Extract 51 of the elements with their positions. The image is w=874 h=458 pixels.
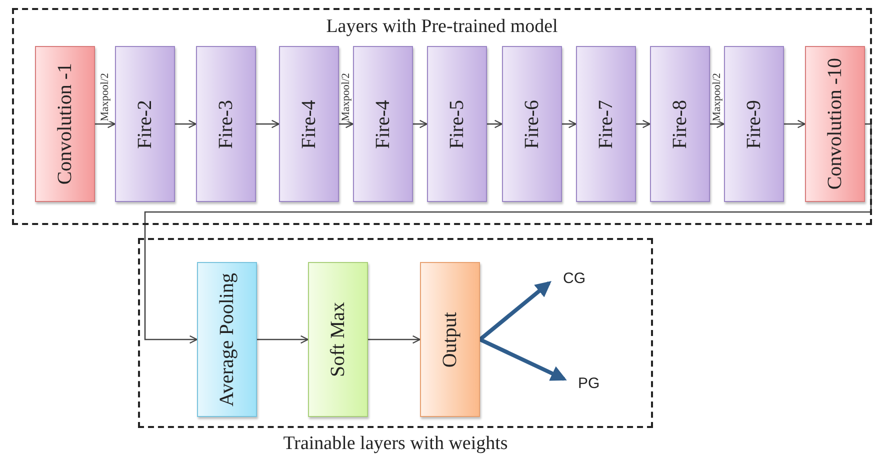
layer-box — [197, 262, 257, 417]
arrow — [710, 120, 725, 128]
layer-name: Fire-4 — [298, 100, 320, 148]
layer-name: Fire-8 — [668, 100, 692, 148]
layer-name: Fire-5 — [446, 100, 468, 148]
group-heading: Trainable layers with weights — [282, 433, 509, 455]
layer-box — [576, 46, 636, 202]
edge-label: Maxpool/2 — [100, 73, 110, 122]
layer-box — [308, 262, 368, 417]
arrow — [479, 338, 567, 381]
layer-name: Convolution -1 — [54, 63, 76, 185]
layer-box — [420, 262, 480, 417]
arrow — [175, 120, 197, 128]
arrow — [95, 120, 116, 128]
layer-box — [196, 46, 256, 202]
arrow — [339, 120, 354, 128]
layer-name: Fire-9 — [742, 100, 766, 148]
arrow — [413, 120, 428, 128]
layer-name: Output — [438, 312, 462, 368]
arrow — [636, 120, 651, 128]
layer-name: Soft Max — [326, 302, 350, 377]
layer-box — [427, 46, 487, 202]
layer-name: Fire-2 — [134, 100, 156, 148]
arrow — [487, 120, 503, 128]
edge-label: Maxpool/2 — [712, 73, 722, 122]
arrow — [478, 280, 552, 342]
layer-box — [115, 46, 175, 202]
layer-box — [650, 46, 710, 202]
class-label: PG — [578, 375, 600, 392]
layer-box — [279, 46, 339, 202]
layer-name: Fire-7 — [594, 100, 618, 148]
group-heading: Layers with Pre-trained model — [325, 16, 559, 38]
layer-box — [502, 46, 562, 202]
class-label: CG — [563, 270, 586, 287]
arrow — [368, 335, 421, 344]
layer-box — [805, 46, 865, 202]
layer-box — [353, 46, 413, 202]
arrow — [257, 335, 309, 344]
arrow — [562, 120, 577, 128]
layer-name: Convolution -10 — [824, 58, 846, 190]
layer-name: Average Pooling — [216, 272, 238, 406]
edge-label: Maxpool/2 — [340, 73, 352, 122]
arrow — [144, 123, 872, 344]
layer-box — [35, 46, 95, 202]
layer-box — [724, 46, 784, 202]
layer-name: Fire-3 — [214, 100, 238, 148]
dashed-group-frame — [12, 8, 872, 225]
layer-name: Fire-4 — [372, 100, 394, 148]
arrow — [784, 120, 806, 128]
layer-name: Fire-6 — [520, 100, 544, 148]
arrow — [256, 120, 280, 128]
